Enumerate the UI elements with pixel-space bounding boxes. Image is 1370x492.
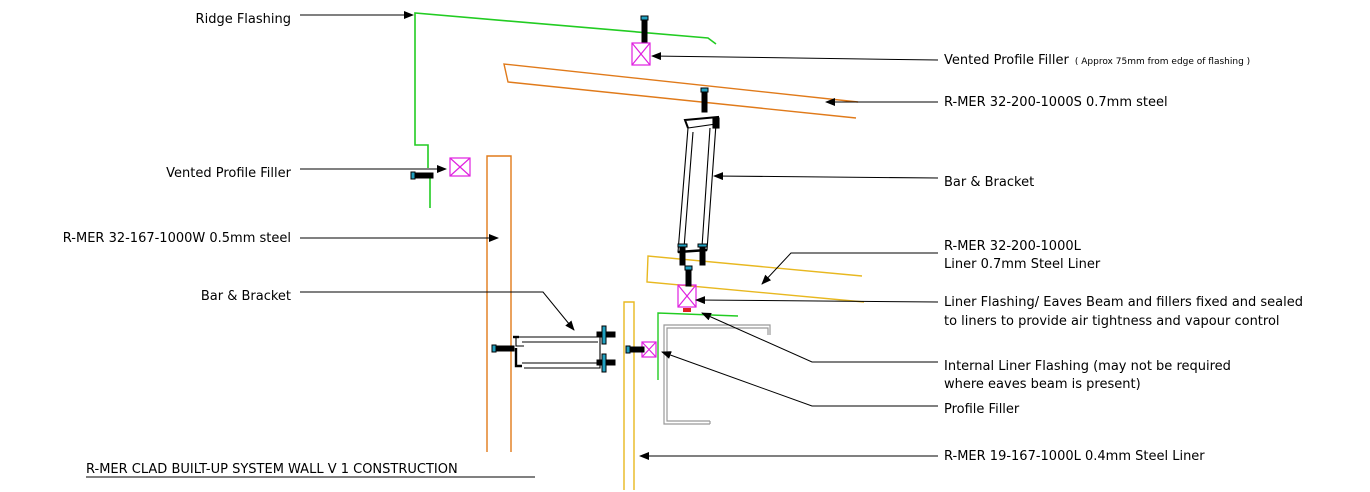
label-ridge-flashing: Ridge Flashing <box>196 12 291 27</box>
label-roof-liner-line2: Liner 0.7mm Steel Liner <box>944 257 1101 272</box>
fixings <box>410 15 709 373</box>
label-vented-filler-left: Vented Profile Filler <box>166 166 292 181</box>
roof-liner <box>646 255 865 303</box>
roof-bar-bracket <box>677 115 720 254</box>
wall-bar-bracket <box>513 335 601 369</box>
vented-filler-ridge <box>631 42 651 66</box>
label-profile-filler: Profile Filler <box>944 402 1020 417</box>
vented-filler-wall <box>449 157 471 177</box>
label-liner-flashing-line1: Liner Flashing/ Eaves Beam and fillers f… <box>944 295 1303 310</box>
roof-outer-sheet <box>503 63 859 119</box>
label-internal-flashing-line2: where eaves beam is present) <box>944 377 1141 392</box>
label-roof-liner-line1: R-MER 32-200-1000L <box>944 239 1082 254</box>
label-wall-liner: R-MER 19-167-1000L 0.4mm Steel Liner <box>944 449 1205 464</box>
label-liner-flashing-line2: to liners to provide air tightness and v… <box>944 314 1280 329</box>
eaves-beam <box>663 324 771 425</box>
label-internal-flashing-line1: Internal Liner Flashing (may not be requ… <box>944 359 1231 374</box>
internal-liner-flashing <box>657 312 739 380</box>
wall-outer-sheet <box>486 155 512 452</box>
label-bar-bracket-right: Bar & Bracket <box>944 175 1034 190</box>
liner-filler <box>677 284 697 308</box>
label-wall-sheet: R-MER 32-167-1000W 0.5mm steel <box>63 231 291 246</box>
label-roof-sheet: R-MER 32-200-1000S 0.7mm steel <box>944 95 1168 110</box>
ridge-flashing <box>414 12 717 208</box>
label-vented-filler-right: Vented Profile Filler( Approx 75mm from … <box>944 53 1250 68</box>
leader-lines <box>300 11 939 460</box>
wall-liner <box>623 301 635 490</box>
seal-strip <box>683 308 691 312</box>
label-bar-bracket-left: Bar & Bracket <box>201 289 291 304</box>
diagram-title: R-MER CLAD BUILT-UP SYSTEM WALL V 1 CONS… <box>86 462 458 477</box>
